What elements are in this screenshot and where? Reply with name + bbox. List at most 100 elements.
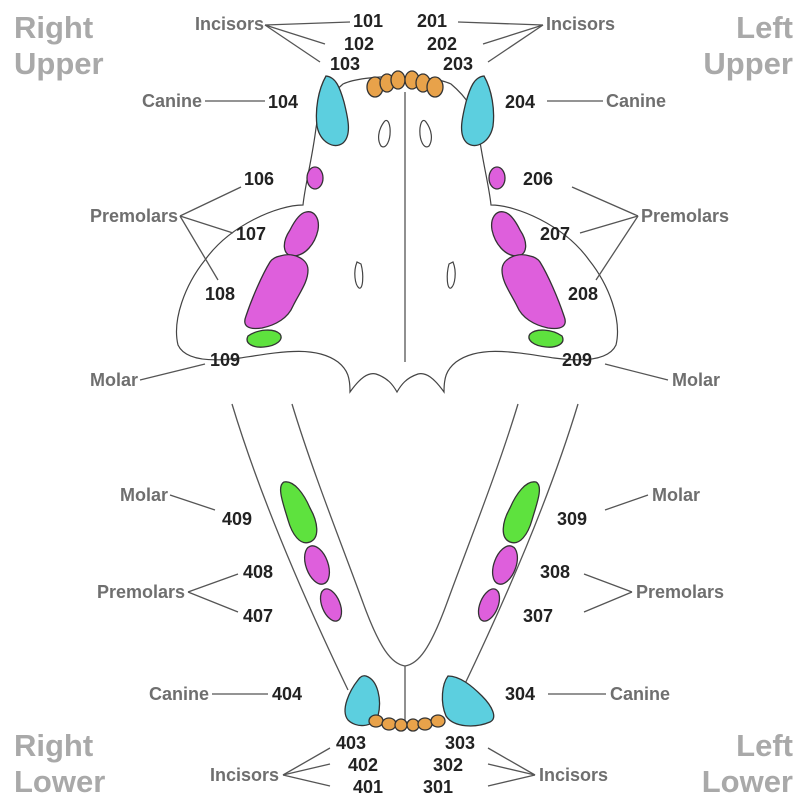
label-incisors-lower-left: Incisors (539, 765, 608, 785)
leader-line (572, 187, 638, 216)
number-301: 301 (423, 777, 453, 797)
leader-line (265, 22, 350, 25)
number-409: 409 (222, 509, 252, 529)
number-106: 106 (244, 169, 274, 189)
label-molar-upper-right: Molar (90, 370, 138, 390)
number-302: 302 (433, 755, 463, 775)
number-103: 103 (330, 54, 360, 74)
number-402: 402 (348, 755, 378, 775)
number-107: 107 (236, 224, 266, 244)
label-canine-lower-right: Canine (149, 684, 209, 704)
quadrant-left-upper-line2: Upper (703, 46, 793, 81)
leader-line (188, 574, 238, 592)
tooth-309 (503, 482, 539, 543)
number-208: 208 (568, 284, 598, 304)
leader-line (283, 748, 330, 775)
number-206: 206 (523, 169, 553, 189)
leader-line (265, 25, 325, 44)
label-premolars-lower-left: Premolars (636, 582, 724, 602)
number-304: 304 (505, 684, 535, 704)
mandible-left-outer (462, 404, 578, 690)
leader-line (584, 592, 632, 612)
tooth-106 (307, 167, 323, 189)
number-308: 308 (540, 562, 570, 582)
label-molar-lower-left: Molar (652, 485, 700, 505)
number-303: 303 (445, 733, 475, 753)
label-canine-upper-left: Canine (606, 91, 666, 111)
leader-line (605, 364, 668, 380)
label-premolars-upper-left: Premolars (641, 206, 729, 226)
tooth-402 (382, 718, 396, 730)
number-203: 203 (443, 54, 473, 74)
label-premolars-lower-right: Premolars (97, 582, 185, 602)
label-incisors-lower-right: Incisors (210, 765, 279, 785)
label-incisors-upper-left: Incisors (546, 14, 615, 34)
label-molar-upper-left: Molar (672, 370, 720, 390)
tooth-301 (407, 719, 419, 731)
number-401: 401 (353, 777, 383, 797)
tooth-408 (300, 542, 334, 587)
quadrant-right-upper-line2: Upper (14, 46, 104, 81)
leader-line (283, 775, 330, 786)
number-407: 407 (243, 606, 273, 626)
tooth-304 (442, 676, 493, 726)
number-109: 109 (210, 350, 240, 370)
lower-incisors (369, 715, 445, 731)
label-premolars-upper-right: Premolars (90, 206, 178, 226)
quadrant-right-lower-line1: Right (14, 728, 93, 763)
number-309: 309 (557, 509, 587, 529)
leader-line (488, 764, 535, 775)
leader-line (170, 495, 215, 510)
leader-line (605, 495, 648, 510)
palatine-foramen-left (447, 262, 455, 288)
tooth-204 (462, 76, 494, 146)
tooth-409 (281, 482, 317, 543)
leader-line (488, 775, 535, 786)
quadrant-left-lower-line1: Left (736, 728, 793, 763)
label-canine-lower-left: Canine (610, 684, 670, 704)
tooth-302 (418, 718, 432, 730)
number-204: 204 (505, 92, 535, 112)
leader-line (488, 25, 543, 62)
leader-line (265, 25, 320, 62)
label-canine-upper-right: Canine (142, 91, 202, 111)
quadrant-left-upper-line1: Left (736, 10, 793, 45)
mandible-left-inner (405, 404, 518, 666)
tooth-203 (427, 77, 443, 97)
leader-line (458, 22, 543, 25)
quadrant-right-upper-line1: Right (14, 10, 93, 45)
leader-line (188, 592, 238, 612)
number-104: 104 (268, 92, 298, 112)
mandible-right-outer (232, 404, 348, 690)
label-molar-lower-right: Molar (120, 485, 168, 505)
quadrant-left-lower-line2: Lower (702, 764, 793, 799)
leader-line (140, 364, 205, 380)
leader-line (483, 25, 543, 44)
number-404: 404 (272, 684, 302, 704)
number-209: 209 (562, 350, 592, 370)
leader-line (584, 574, 632, 592)
quadrant-right-lower-line2: Lower (14, 764, 105, 799)
number-108: 108 (205, 284, 235, 304)
tooth-303 (431, 715, 445, 727)
tooth-101 (391, 71, 405, 89)
leader-line (283, 764, 330, 775)
leader-line (596, 216, 638, 280)
tooth-206 (489, 167, 505, 189)
leader-line (488, 748, 535, 775)
number-408: 408 (243, 562, 273, 582)
number-101: 101 (353, 11, 383, 31)
number-202: 202 (427, 34, 457, 54)
number-102: 102 (344, 34, 374, 54)
number-307: 307 (523, 606, 553, 626)
number-201: 201 (417, 11, 447, 31)
tooth-307 (474, 586, 503, 624)
palatine-foramen-right (355, 262, 363, 288)
tooth-403 (369, 715, 383, 727)
leader-line (180, 187, 241, 216)
lower-jaw (232, 404, 578, 731)
number-207: 207 (540, 224, 570, 244)
leader-line (580, 216, 638, 233)
